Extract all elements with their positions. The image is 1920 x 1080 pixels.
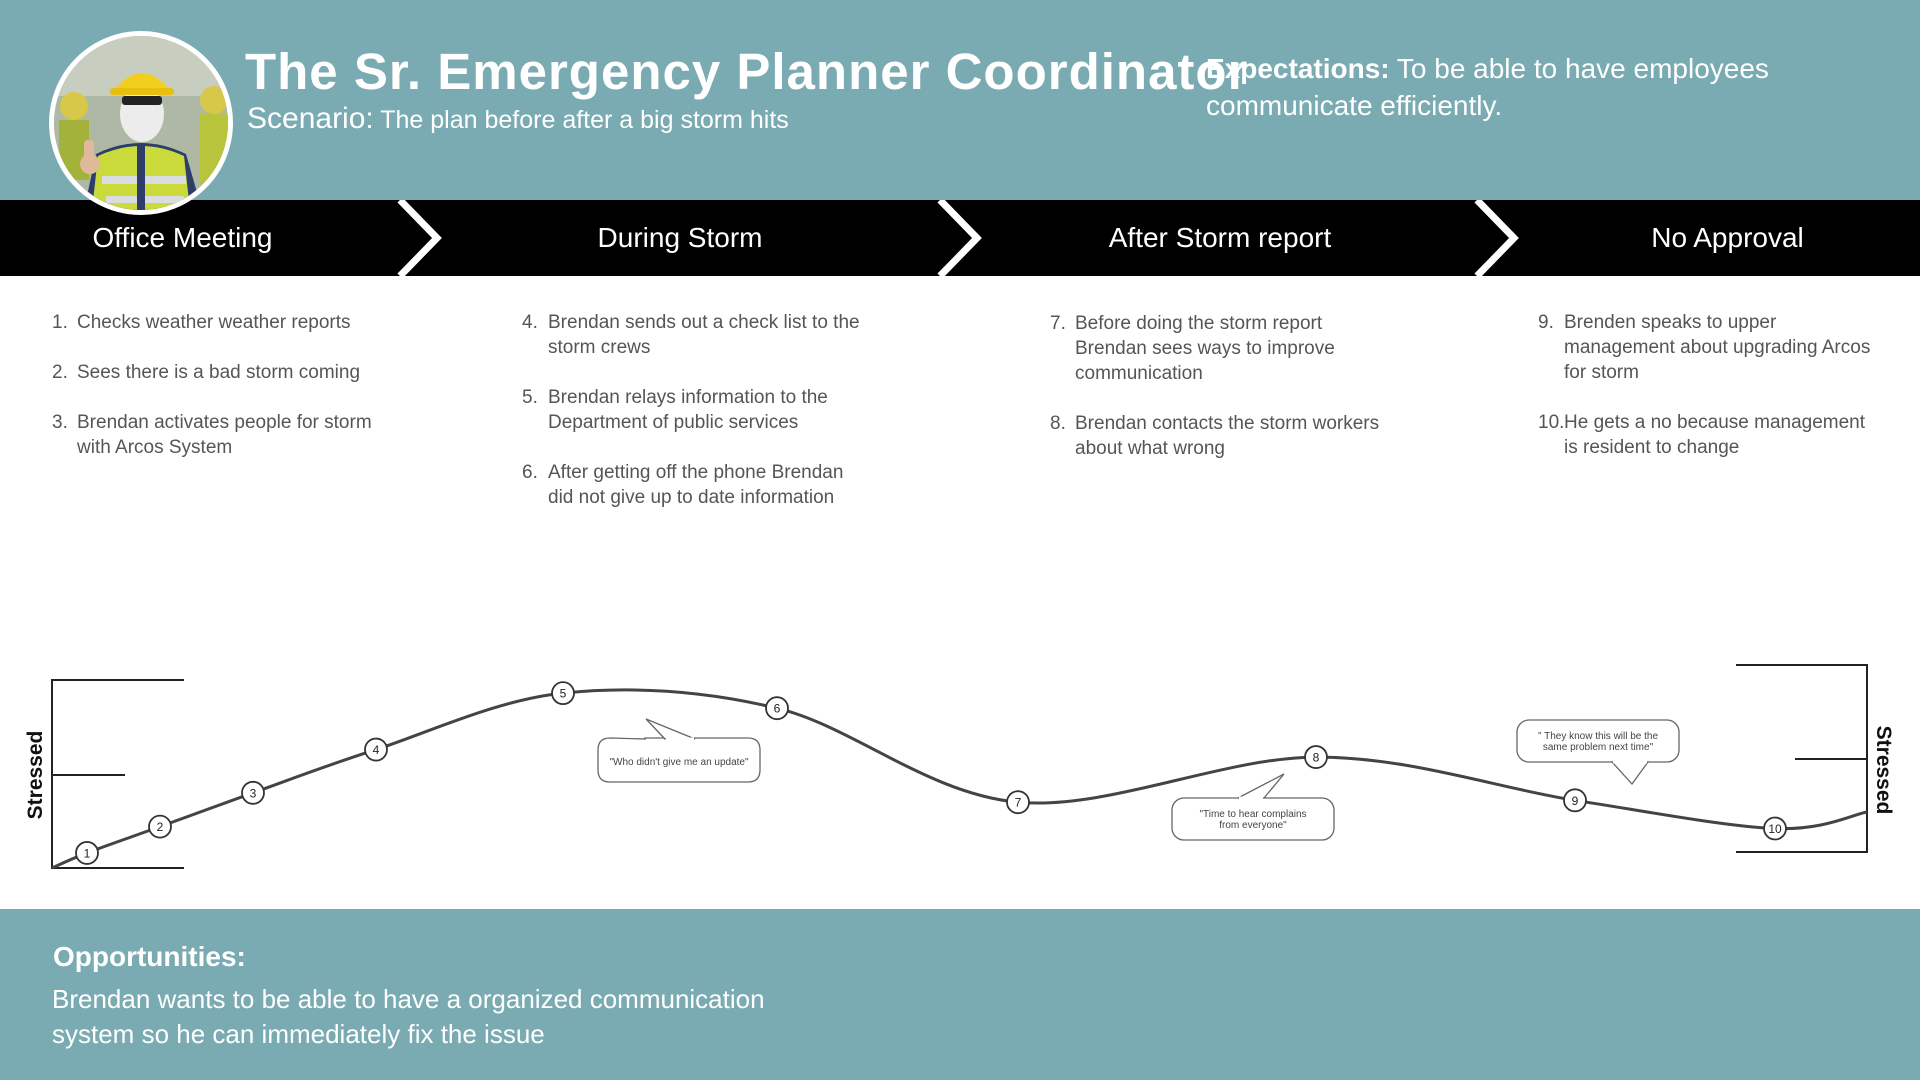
step-text: Brenden speaks to upper management about… xyxy=(1564,312,1871,383)
curve-point-5 xyxy=(551,681,575,706)
page-title: The Sr. Emergency Planner Coordinator xyxy=(245,43,1249,100)
stress-curve-line xyxy=(51,688,1868,870)
curve-point-8 xyxy=(1304,745,1328,769)
ylabel-left: Stressed xyxy=(24,731,47,820)
list-item: 3. Brendan activates people for storm wit… xyxy=(52,410,382,460)
expectations-text: To be able to have employees communicate… xyxy=(1206,53,1769,121)
list-item: 2. Sees there is a bad storm coming xyxy=(52,360,382,385)
step-text: Brendan contacts the storm workers about… xyxy=(1075,413,1380,459)
list-item: 7. Before doing the storm report Brendan … xyxy=(1050,311,1390,386)
step-text: After getting off the phone Brendan did … xyxy=(548,462,844,508)
annotation-text: " They know this will be the xyxy=(1538,731,1659,742)
curve-point-3 xyxy=(241,780,265,805)
curve-point-2 xyxy=(148,814,172,839)
curve-point-label: 6 xyxy=(774,702,781,716)
curve-point-label: 1 xyxy=(84,846,91,860)
list-item: 6. After getting off the phone Brendan di… xyxy=(522,460,862,510)
step-number: 8. xyxy=(1050,413,1066,434)
chevron-right-icon xyxy=(937,200,982,276)
annotation-text: from everyone" xyxy=(1219,820,1287,831)
step-number: 9. xyxy=(1538,312,1554,333)
list-item: 9. Brenden speaks to upper management abo… xyxy=(1538,310,1878,385)
step-text: He gets a no because management is resid… xyxy=(1564,412,1866,458)
steps-after-storm-report: 7. Before doing the storm report Brendan … xyxy=(1050,311,1390,486)
opportunities-title: Opportunities: xyxy=(53,941,246,972)
worker-photo-icon xyxy=(54,36,228,210)
curve-point-6 xyxy=(765,696,789,721)
opportunities-text: Brendan wants to be able to have a organ… xyxy=(52,984,765,1049)
curve-point-7 xyxy=(1006,790,1030,815)
annotation-bubble-1: "Who didn't give me an update" xyxy=(597,737,761,783)
curve-point-1 xyxy=(75,841,99,865)
curve-point-label: 8 xyxy=(1313,751,1320,765)
stress-curve-svg: Stressed Stressed 1 2 3 4 5 6 7 8 9 10 "Who didn'… xyxy=(24,664,1895,870)
curve-point-10 xyxy=(1763,816,1787,841)
step-number: 1. xyxy=(52,312,68,333)
expectations: Expectations: To be able to have employe… xyxy=(1206,50,1806,124)
journey-stage-bar: Office Meeting During Storm After Storm … xyxy=(0,200,1920,276)
annotation-text: same problem next time" xyxy=(1543,742,1654,753)
step-text: Brendan activates people for storm with … xyxy=(77,412,372,458)
curve-point-label: 4 xyxy=(373,743,380,757)
steps-during-storm: 4. Brendan sends out a check list to the … xyxy=(522,310,862,535)
chevron-right-icon xyxy=(1474,200,1519,276)
persona-avatar xyxy=(49,31,233,215)
curve-point-label: 3 xyxy=(250,786,257,800)
curve-point-label: 2 xyxy=(157,820,164,834)
step-number: 3. xyxy=(52,412,68,433)
step-text: Checks weather weather reports xyxy=(77,312,351,333)
step-text: Brendan relays information to the Depart… xyxy=(548,387,828,433)
curve-point-label: 9 xyxy=(1572,794,1579,808)
step-number: 5. xyxy=(522,387,538,408)
annotation-text: "Who didn't give me an update" xyxy=(609,757,749,768)
steps-no-approval: 9. Brenden speaks to upper management abo… xyxy=(1538,310,1878,485)
scenario-label: Scenario: xyxy=(247,102,374,135)
curve-point-4 xyxy=(364,737,388,762)
ylabel-right: Stressed xyxy=(1872,726,1895,815)
curve-point-label: 5 xyxy=(560,687,567,701)
stress-curve-chart: Stressed Stressed 1 2 3 4 5 6 7 8 9 10 "Who didn'… xyxy=(0,640,1920,880)
stage-no-approval: No Approval xyxy=(1651,222,1804,253)
header-banner: The Sr. Emergency Planner Coordinator Sc… xyxy=(0,0,1920,200)
curve-point-label: 10 xyxy=(1768,822,1782,836)
scenario-text: The plan before after a big storm hits xyxy=(380,106,789,134)
scenario: Scenario: The plan before after a big st… xyxy=(247,102,789,136)
opportunities-panel: Opportunities: Brendan wants to be able … xyxy=(0,909,1920,1080)
chevron-right-icon xyxy=(397,200,442,276)
step-number: 10. xyxy=(1538,412,1565,433)
list-item: 8. Brendan contacts the storm workers abo… xyxy=(1050,411,1390,461)
step-text: Before doing the storm report Brendan se… xyxy=(1075,313,1335,384)
expectations-label: Expectations: xyxy=(1206,53,1390,84)
step-number: 4. xyxy=(522,312,538,333)
stage-after-storm-report: After Storm report xyxy=(1108,222,1332,253)
step-number: 7. xyxy=(1050,313,1066,334)
annotation-text: "Time to hear complains xyxy=(1199,809,1306,820)
stage-office-meeting: Office Meeting xyxy=(92,222,273,253)
list-item: 1. Checks weather weather reports xyxy=(52,310,382,335)
curve-point-label: 7 xyxy=(1015,796,1022,810)
list-item: 4. Brendan sends out a check list to the … xyxy=(522,310,862,360)
list-item: 5. Brendan relays information to the Depa… xyxy=(522,385,862,435)
step-number: 6. xyxy=(522,462,538,483)
curve-point-9 xyxy=(1563,788,1587,813)
stage-during-storm: During Storm xyxy=(597,222,763,253)
steps-office-meeting: 1. Checks weather weather reports 2. Sees … xyxy=(52,310,382,485)
annotation-tail xyxy=(645,718,696,740)
step-number: 2. xyxy=(52,362,68,383)
list-item: 10.He gets a no because management is re… xyxy=(1538,410,1878,460)
step-text: Brendan sends out a check list to the st… xyxy=(548,312,860,358)
step-text: Sees there is a bad storm coming xyxy=(77,362,361,383)
